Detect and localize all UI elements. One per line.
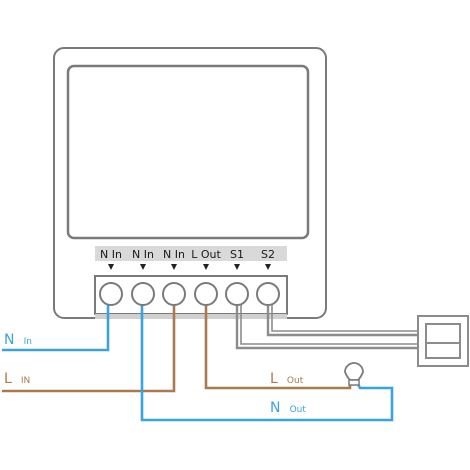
terminal-screws xyxy=(99,282,280,306)
terminal-label-3: N In xyxy=(163,248,185,261)
relay-module-window xyxy=(66,64,310,240)
terminal-screw-4 xyxy=(194,282,218,306)
arrow-down-icon xyxy=(265,264,271,270)
wire-label-n-out: N Out xyxy=(270,397,306,416)
terminal-label-5: S1 xyxy=(230,248,244,261)
terminal-screw-6 xyxy=(256,282,280,306)
switch-wires xyxy=(235,303,418,350)
wire-label-l-out: L Out xyxy=(270,368,304,387)
terminal-label-1: N In xyxy=(100,248,122,261)
arrow-down-icon xyxy=(140,264,146,270)
arrow-down-icon xyxy=(203,264,209,270)
terminal-label-6: S2 xyxy=(261,248,275,261)
terminal-block-base xyxy=(95,314,287,319)
light-bulb-icon xyxy=(344,362,364,386)
wire-l-in xyxy=(2,300,176,393)
terminal-labels: N In N In N In L Out S1 S2 xyxy=(100,248,275,261)
arrow-down-icon xyxy=(234,264,240,270)
terminal-arrows xyxy=(108,264,271,270)
wire-s2 xyxy=(266,303,418,337)
live-wires xyxy=(2,300,352,393)
terminal-screw-1 xyxy=(99,282,123,306)
terminal-label-4: L Out xyxy=(191,248,221,261)
wall-switch-icon xyxy=(417,315,469,367)
arrow-down-icon xyxy=(108,264,114,270)
wire-label-n-in: N In xyxy=(4,329,32,348)
wire-n-out xyxy=(140,300,394,422)
terminal-label-strip xyxy=(95,246,287,261)
wire-label-l-in: L IN xyxy=(4,368,30,387)
terminal-label-2: N In xyxy=(132,248,154,261)
wire-n-in xyxy=(2,300,110,352)
terminal-screw-2 xyxy=(131,282,155,306)
terminal-screw-5 xyxy=(225,282,249,306)
wire-l-out xyxy=(204,300,352,390)
arrow-down-icon xyxy=(171,264,177,270)
wire-s2-inner xyxy=(271,303,418,332)
terminal-screw-3 xyxy=(162,282,186,306)
wire-s1 xyxy=(235,303,418,350)
neutral-wires xyxy=(2,300,394,422)
wire-s1-inner xyxy=(240,303,418,345)
